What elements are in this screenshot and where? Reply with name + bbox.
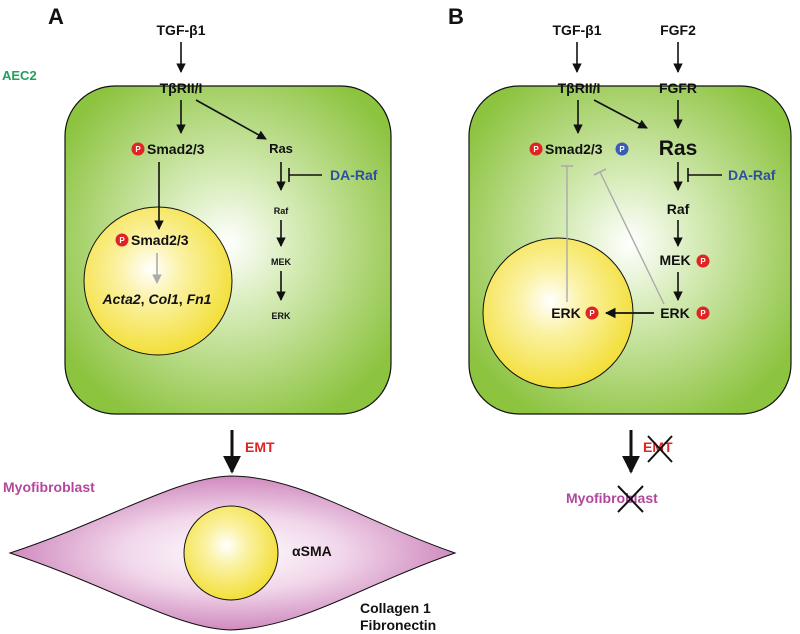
receptor-label-a: TβRII/I xyxy=(160,80,203,96)
svg-text:P: P xyxy=(700,309,706,318)
svg-text:P: P xyxy=(589,309,595,318)
erk-label-a: ERK xyxy=(271,311,291,321)
collagen-label: Collagen 1 xyxy=(360,600,431,616)
inhibit-line-erkcyto-smad-b xyxy=(599,171,665,305)
svg-text:P: P xyxy=(700,257,706,266)
emt-label-a: EMT xyxy=(245,439,275,455)
receptor-label-b: TβRII/I xyxy=(558,80,601,96)
phospho-badge-erk-cyto-b: P xyxy=(696,306,710,320)
mek-label-b: MEK xyxy=(659,252,690,268)
svg-text:P: P xyxy=(533,145,539,154)
erk-cyto-label-b: ERK xyxy=(660,305,690,321)
phospho-badge-smad-a: P xyxy=(131,142,145,156)
panel-b-letter: B xyxy=(448,4,464,29)
tgfb1-label-a: TGF-β1 xyxy=(157,22,206,38)
svg-text:P: P xyxy=(135,145,141,154)
svg-text:P: P xyxy=(119,236,125,245)
cross-mark-emt-b xyxy=(647,435,673,463)
arrow-receptor-ras-b xyxy=(593,99,648,129)
myofibroblast-label-a: Myofibroblast xyxy=(3,479,95,495)
fibronectin-label: Fibronectin xyxy=(360,617,436,633)
phospho-badge-smad-nuc-a: P xyxy=(115,233,129,247)
fgf2-label-b: FGF2 xyxy=(660,22,696,38)
arrow-receptor-ras-a xyxy=(195,99,267,140)
daraf-label-a: DA-Raf xyxy=(330,167,378,183)
mek-label-a: MEK xyxy=(271,257,292,267)
phospho-badge-erk-nuc-b: P xyxy=(585,306,599,320)
panel-a-letter: A xyxy=(48,4,64,29)
aec2-label: AEC2 xyxy=(2,68,37,83)
ras-label-b: Ras xyxy=(659,137,698,160)
phospho-badge-smad-b: P xyxy=(529,142,543,156)
raf-label-a: Raf xyxy=(274,206,290,216)
phospho-badge-smad-blue-b: P xyxy=(615,142,629,156)
erk-nuc-label-b: ERK xyxy=(551,305,581,321)
fgfr-label-b: FGFR xyxy=(659,80,697,96)
smad-label-b: Smad2/3 xyxy=(545,141,603,157)
nucleus-a xyxy=(83,206,233,356)
smad-nuc-label-a: Smad2/3 xyxy=(131,232,189,248)
phospho-badge-mek-b: P xyxy=(696,254,710,268)
raf-label-b: Raf xyxy=(667,201,690,217)
tgfb1-label-b: TGF-β1 xyxy=(553,22,602,38)
ras-label-a: Ras xyxy=(269,141,293,156)
svg-text:P: P xyxy=(619,145,625,154)
myofibroblast-label-b: Myofibroblast xyxy=(566,490,658,506)
daraf-label-b: DA-Raf xyxy=(728,167,776,183)
cross-mark-myofibroblast-b xyxy=(617,485,644,513)
asma-label: αSMA xyxy=(292,543,332,559)
smad-cyto-label-a: Smad2/3 xyxy=(147,141,205,157)
target-genes-a: Acta2, Col1, Fn1 xyxy=(102,291,212,307)
myofibroblast-nucleus xyxy=(183,505,279,601)
inhibit-bar-erkcyto-smad-b xyxy=(593,168,607,176)
